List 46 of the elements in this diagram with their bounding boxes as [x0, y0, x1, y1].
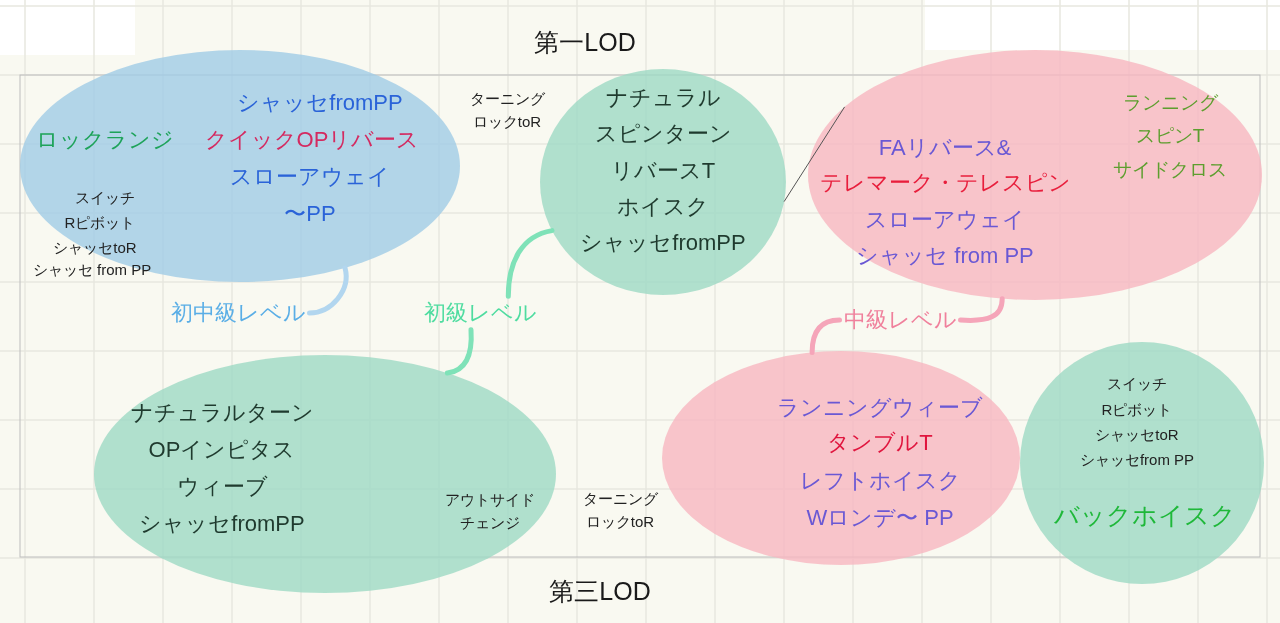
- figure-name: タンブルT: [827, 429, 933, 457]
- figure-name: ランニングスピンT: [1122, 91, 1218, 148]
- figure-name: クイックOPリバース: [204, 126, 420, 154]
- figure-name: スイッチ: [1107, 374, 1167, 394]
- figure-name: シャッセfromPP: [580, 229, 746, 257]
- figure-name: OPインピタス: [148, 436, 296, 464]
- figure-name: 〜PP: [284, 200, 336, 228]
- figure-name: ウィーブ: [176, 473, 268, 501]
- figure-name: Rピボット: [64, 213, 136, 233]
- wall-label: 第一LOD: [534, 27, 636, 59]
- figure-name: シャッセfromPP: [237, 89, 403, 117]
- figure-name: シャッセfromPP: [139, 510, 305, 538]
- figure-name: アウトサイドチェンジ: [445, 490, 535, 533]
- figure-name: FAリバース&: [878, 134, 1012, 162]
- figure-name: スローアウェイ: [230, 163, 390, 191]
- level-label: 中級レベル: [843, 306, 957, 334]
- figure-name: シャッセfrom PP: [1079, 450, 1195, 470]
- figure-name: レフトホイスク: [799, 467, 961, 495]
- figure-name: シャッセ from PP: [32, 260, 152, 280]
- figure-name: ターニングロックtoR: [469, 89, 545, 132]
- connector-curve: [809, 317, 842, 355]
- figure-name: Rピボット: [1101, 400, 1173, 420]
- connector-curve: [307, 265, 349, 316]
- figure-name: ホイスク: [617, 193, 709, 221]
- figure-name: ランニングウィーブ: [777, 394, 983, 422]
- figure-name: シャッセtoR: [1095, 425, 1179, 445]
- connector-curve: [505, 228, 555, 299]
- connector-curve: [958, 296, 1005, 323]
- level-label: 初中級レベル: [170, 299, 306, 327]
- figure-name: ナチュラルスピンターン: [594, 84, 732, 148]
- figure-name: ターニングロックtoR: [582, 489, 658, 532]
- figure-name: シャッセ from PP: [856, 242, 1034, 270]
- figure-name: スローアウェイ: [865, 206, 1025, 234]
- wall-label: 第三LOD: [549, 576, 651, 608]
- figure-name: スイッチ: [75, 188, 135, 208]
- connector-line: [783, 106, 846, 203]
- level-label: 初級レベル: [423, 299, 537, 327]
- figure-name: バックホイスク: [1054, 500, 1236, 532]
- figure-name: サイドクロス: [1113, 158, 1227, 182]
- figure-name: リバースT: [610, 157, 716, 185]
- figure-name: ナチュラルターン: [130, 399, 314, 427]
- figure-name: テレマーク・テレスピン: [819, 169, 1071, 197]
- figure-name: ロックランジ: [36, 126, 174, 154]
- figure-name: シャッセtoR: [53, 238, 137, 258]
- connector-curve: [444, 327, 474, 376]
- figure-name: Wロンデ〜 PP: [806, 504, 954, 532]
